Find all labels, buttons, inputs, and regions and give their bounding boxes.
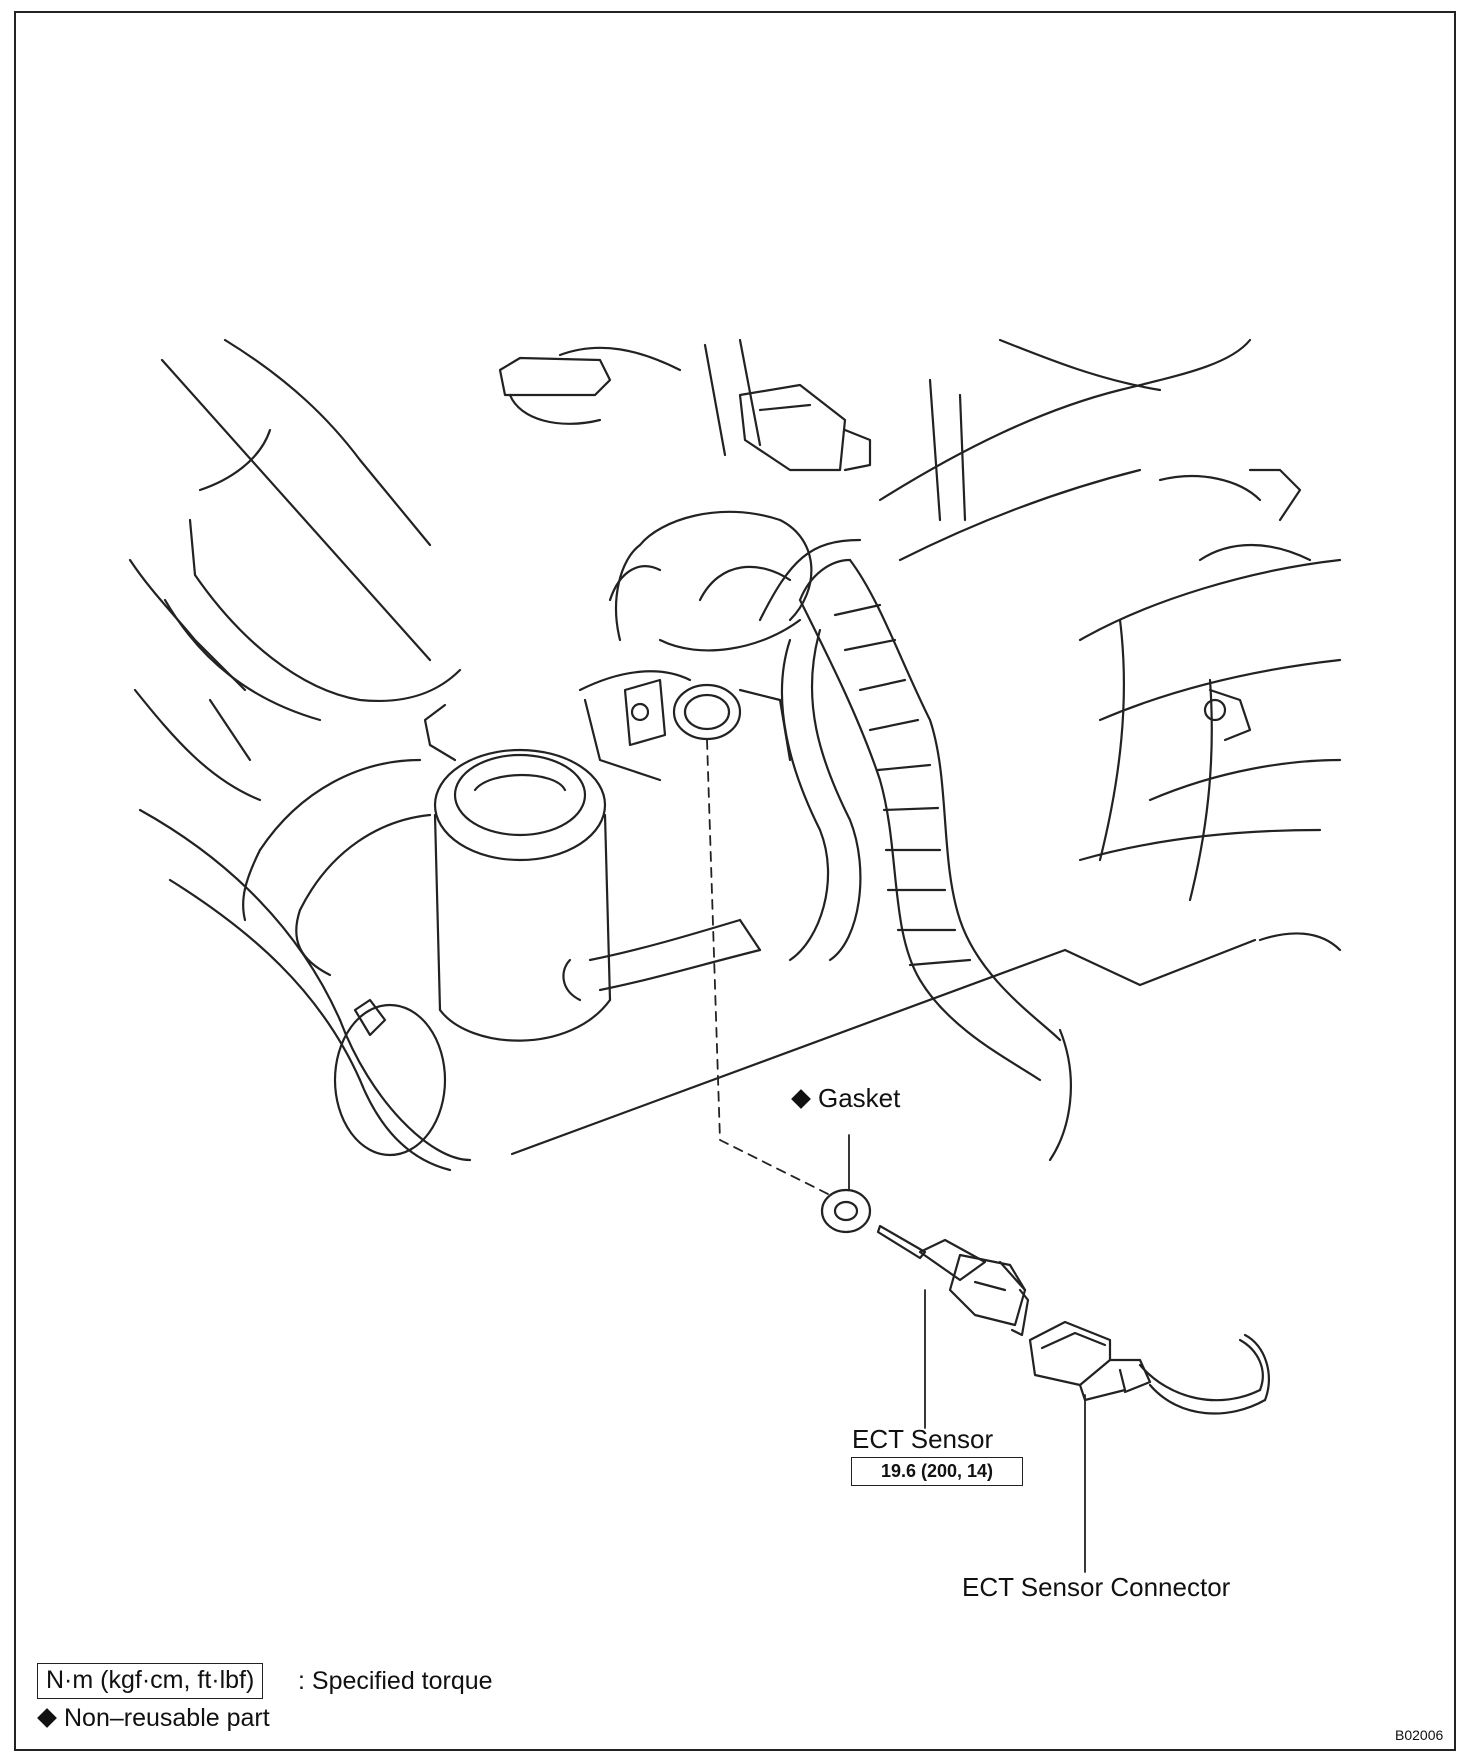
oil-filler-cap (498, 346, 682, 425)
intake-manifold (878, 338, 1342, 952)
engine-block-edge (510, 938, 1257, 1156)
intake-pipe (578, 510, 813, 692)
torque-legend-text: : Specified torque (298, 1667, 493, 1695)
power-steering-reservoir (423, 703, 612, 1042)
wiring-harness (758, 538, 1062, 1082)
gasket-label: Gasket (790, 1083, 900, 1113)
ect-sensor-label: ECT Sensor (852, 1424, 994, 1454)
gasket-label-text: Gasket (818, 1083, 901, 1113)
nonreusable-diamond-icon (37, 1707, 57, 1728)
lower-pipe (562, 918, 762, 1002)
torque-unit-box: N·m (kgf·cm, ft·lbf) (37, 1663, 264, 1699)
nonreusable-legend: Non–reusable part (36, 1703, 270, 1733)
air-cleaner-housing (128, 338, 462, 802)
ect-sensor-connector-label: ECT Sensor Connector (962, 1572, 1231, 1602)
radiator-hose-and-pulley (138, 758, 472, 1172)
nonreusable-diamond-icon (791, 1088, 811, 1109)
wiring-connector-upper (703, 338, 872, 472)
engine-block-lower (1048, 1028, 1072, 1162)
nonreusable-legend-text: Non–reusable part (64, 1704, 270, 1732)
ect-sensor-part (876, 1224, 1030, 1337)
figure-code: B02006 (1395, 1727, 1444, 1743)
coolant-hose (780, 628, 862, 962)
sensor-port (583, 678, 792, 782)
figure-frame (14, 11, 1456, 1751)
install-guide-line (706, 739, 831, 1196)
ect-connector-part (1028, 1320, 1270, 1415)
gasket-part (820, 1188, 872, 1234)
ect-sensor-torque-box: 19.6 (200, 14) (851, 1457, 1023, 1486)
